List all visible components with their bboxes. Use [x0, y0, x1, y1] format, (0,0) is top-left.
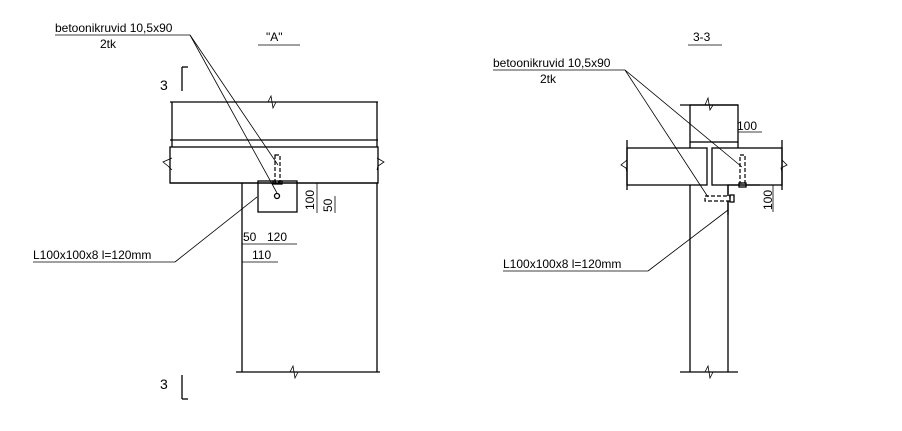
steel-angle-plate: [257, 180, 298, 213]
lower-column: [236, 183, 380, 380]
slab-right: [711, 147, 783, 186]
anchor-qty: 2tk: [540, 72, 557, 86]
section-mark-top: 3: [160, 77, 168, 93]
dim-120: 120: [267, 230, 287, 244]
view-a: betoonikruvid 10,5x90 2tk L100x100x8 l=1…: [33, 21, 385, 400]
dim-100-vertical: 100: [761, 190, 775, 210]
dim-100: 100: [303, 190, 317, 210]
view-3-3: 3-3 betoonikruvid 10,5x90 2tk L100x100x8…: [493, 30, 788, 380]
section-mark-bottom: 3: [160, 376, 168, 392]
slab-left: [626, 147, 708, 186]
bolt-hole: [273, 192, 281, 200]
dim-50-horizontal: 50: [243, 230, 257, 244]
angle-label: L100x100x8 l=120mm: [33, 248, 151, 262]
anchor-bolt: [274, 154, 281, 183]
steel-angle: [727, 184, 760, 215]
dim-100-horizontal: 100: [737, 119, 757, 133]
upper-column: [689, 104, 739, 143]
anchor-qty: 2tk: [100, 37, 117, 51]
view-title: 3-3: [693, 30, 711, 44]
dim-50-vertical: 50: [321, 198, 335, 212]
anchor-label: betoonikruvid 10,5x90: [55, 21, 173, 35]
floor-slab: [162, 146, 385, 184]
anchor-bolt-vertical: [739, 154, 746, 184]
upper-wall: [170, 94, 378, 147]
view-title: "A": [266, 30, 283, 44]
anchor-bolt-horizontal: [704, 195, 731, 202]
lower-column: [680, 185, 738, 380]
anchor-label: betoonikruvid 10,5x90: [493, 56, 611, 70]
angle-label: L100x100x8 l=120mm: [503, 257, 621, 271]
dim-110: 110: [252, 248, 271, 262]
